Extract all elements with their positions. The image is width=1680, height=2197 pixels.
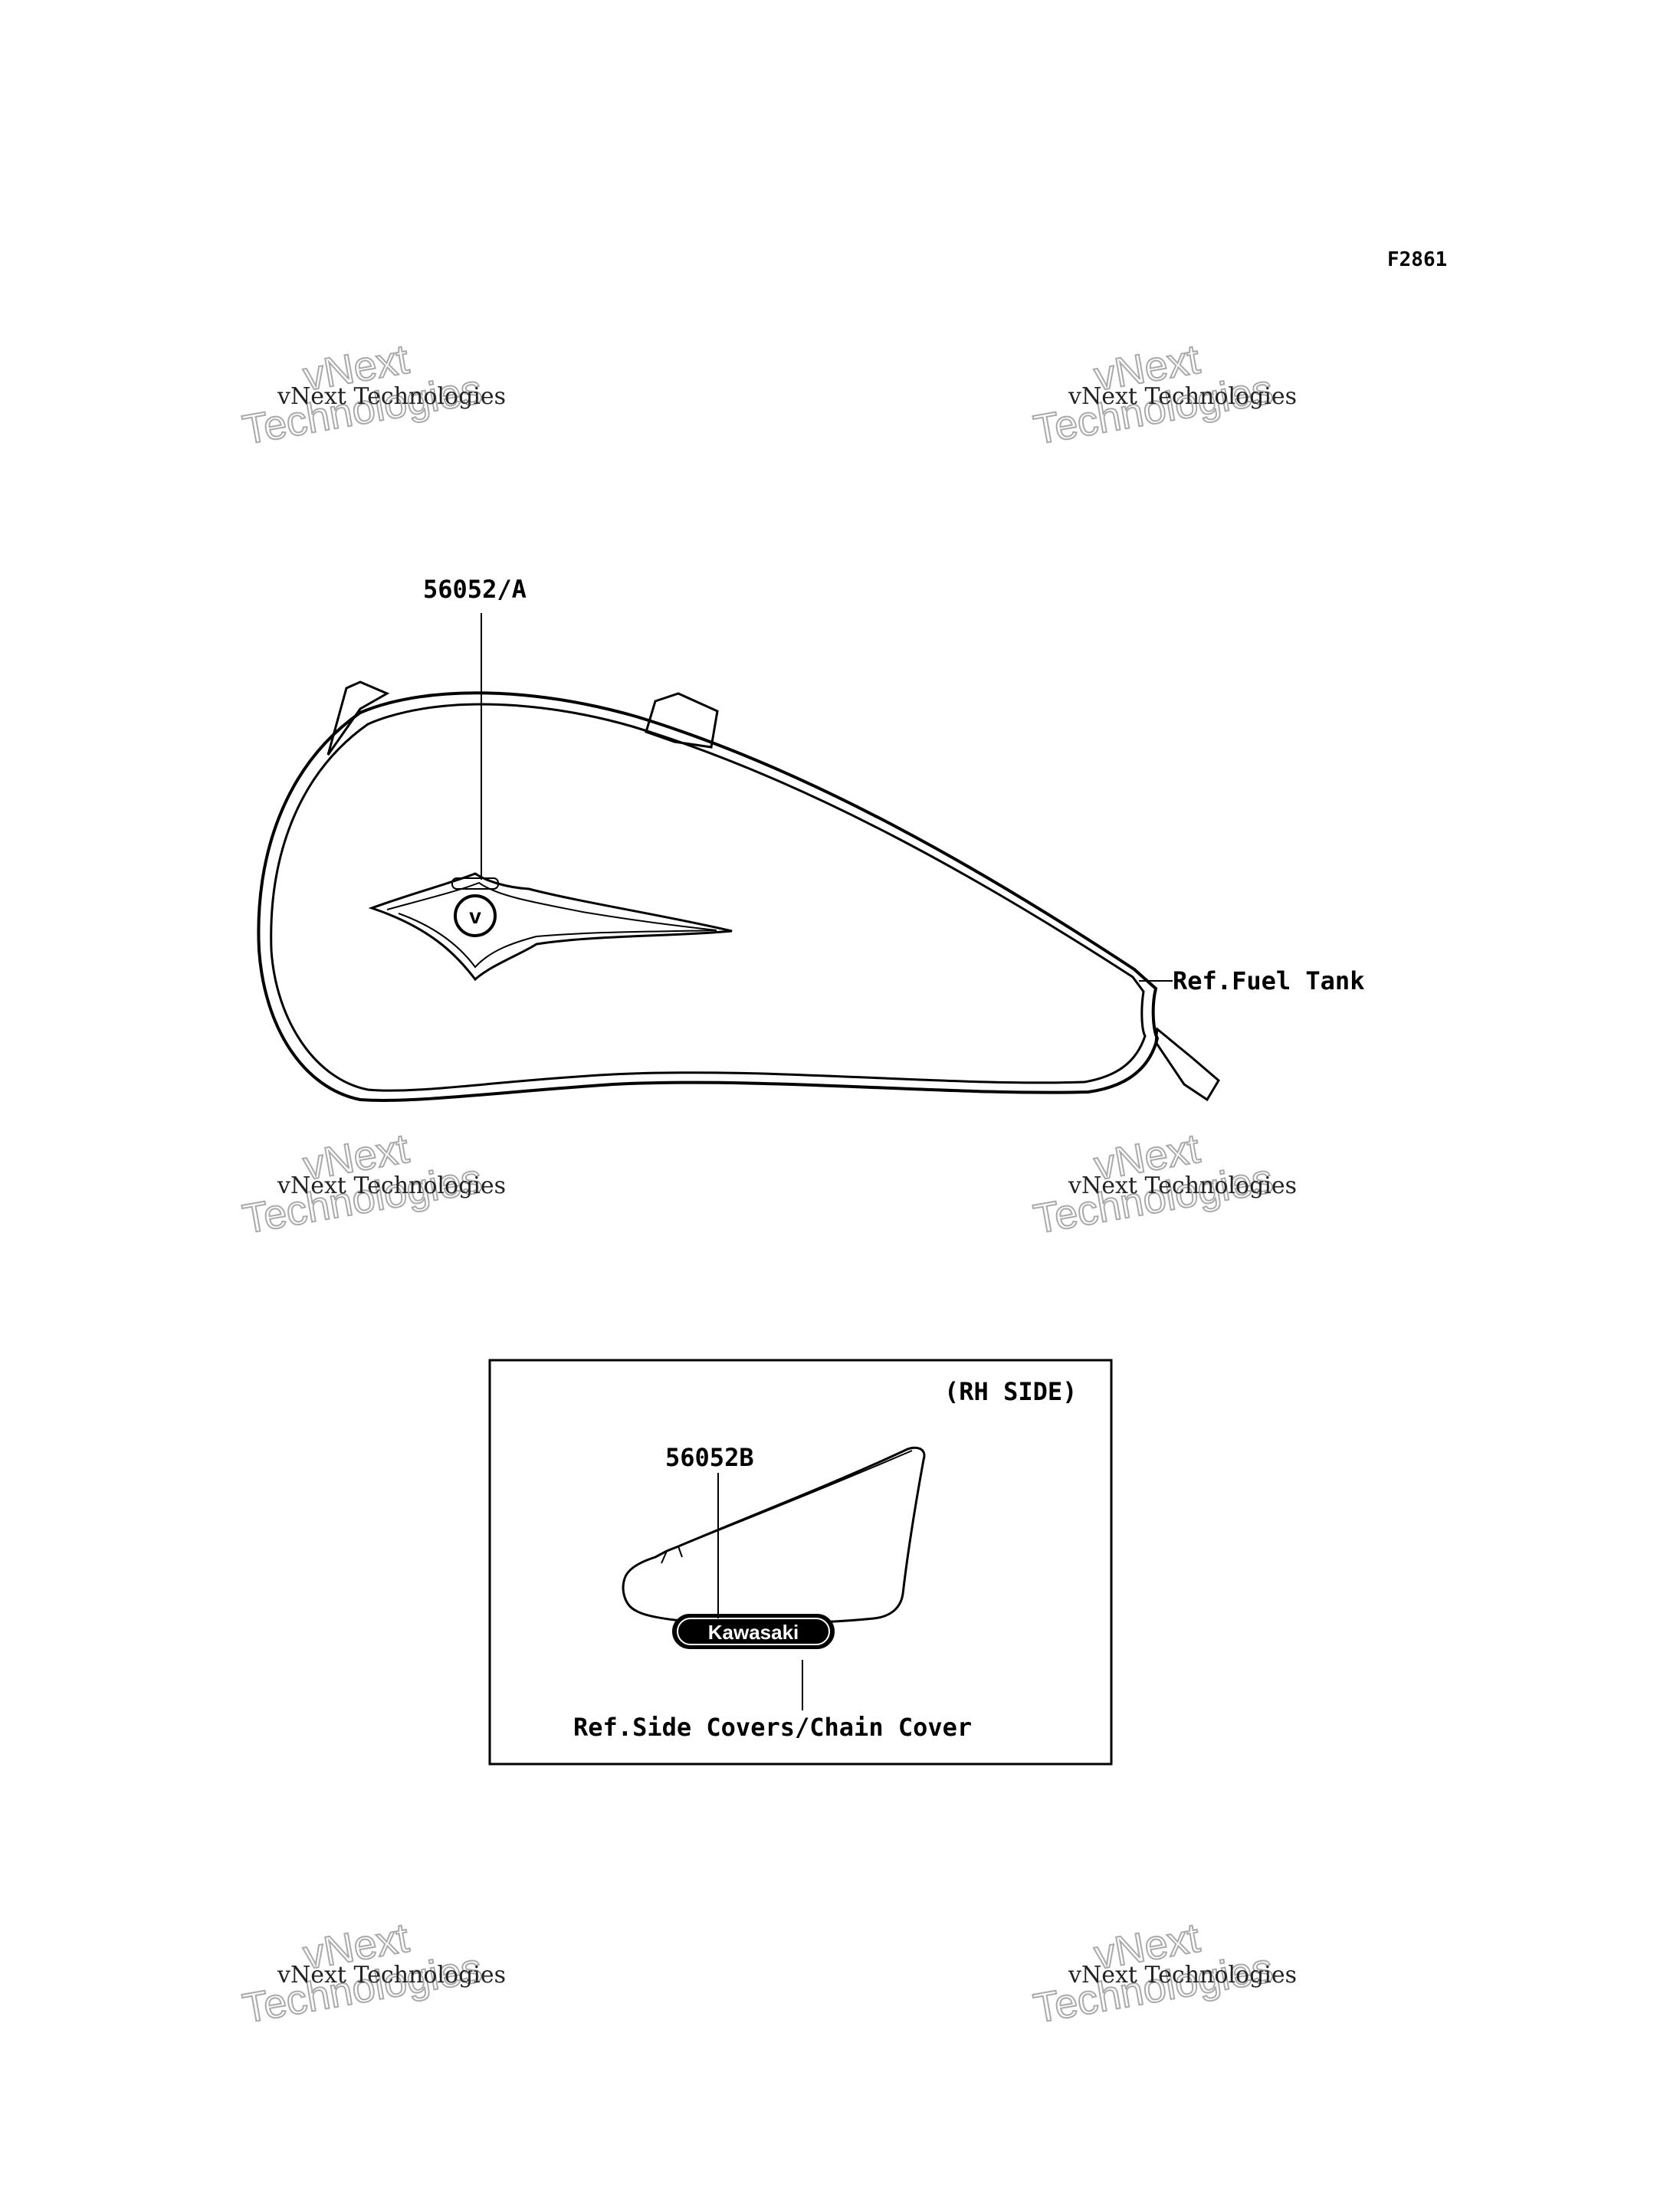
svg-text:v: v [469, 904, 481, 928]
v-emblem: v [368, 872, 733, 982]
side-cover-ref-label: Ref.Side Covers/Chain Cover [573, 1713, 972, 1742]
emblem-text: Kawasaki [708, 1621, 799, 1644]
fuel-tank-ref-label: Ref.Fuel Tank [1173, 966, 1364, 995]
kawasaki-emblem: Kawasaki [672, 1614, 835, 1649]
side-cover-drawing: Kawasaki [622, 1446, 926, 1649]
watermark-mid-left: vNext Technologies vNext Technologies [238, 1125, 506, 1244]
side-cover-part-label: 56052B [665, 1443, 754, 1472]
v-emblem-icon [454, 894, 497, 937]
svg-text:vNext Technologies: vNext Technologies [277, 1172, 506, 1199]
svg-text:vNext Technologies: vNext Technologies [1068, 383, 1297, 410]
watermark-top-left: vNext Technologies vNext Technologies [238, 336, 506, 454]
fuel-tank-part-label: 56052/A [423, 575, 527, 604]
svg-text:vNext Technologies: vNext Technologies [1068, 1962, 1297, 1989]
figure-id: F2861 [1387, 248, 1447, 271]
watermark-bottom-right: vNext Technologies vNext Technologies [1029, 1914, 1297, 2033]
side-label: (RH SIDE) [944, 1377, 1077, 1406]
svg-text:vNext Technologies: vNext Technologies [1068, 1172, 1297, 1199]
svg-text:vNext Technologies: vNext Technologies [277, 383, 506, 410]
fuel-tank-drawing: v [257, 680, 1220, 1102]
watermark-top-right: vNext Technologies vNext Technologies [1029, 336, 1297, 454]
watermark-mid-right: vNext Technologies vNext Technologies [1029, 1125, 1297, 1244]
watermark-bottom-left: vNext Technologies vNext Technologies [238, 1914, 506, 2033]
side-cover-frame [488, 1359, 1113, 1766]
svg-text:vNext Technologies: vNext Technologies [277, 1962, 506, 1989]
